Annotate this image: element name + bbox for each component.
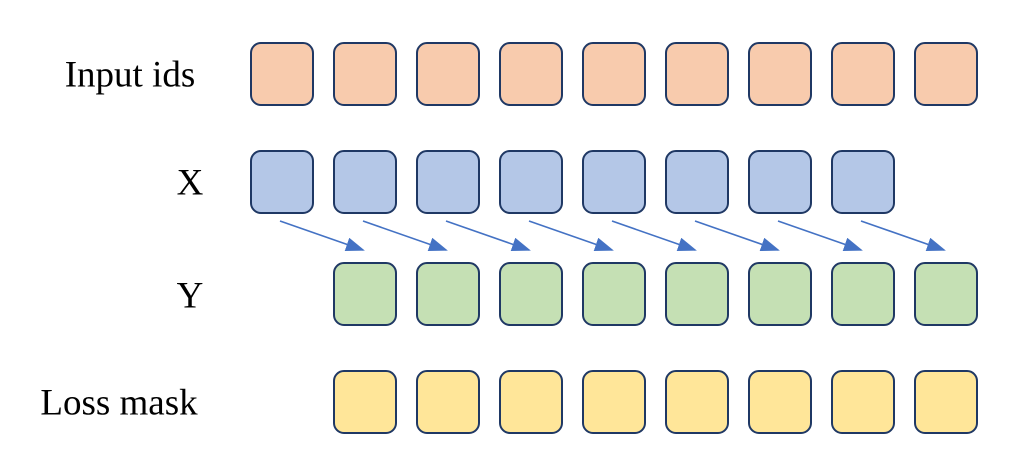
token-box-input_ids <box>748 42 812 106</box>
x-to-y-shift-arrow <box>279 220 365 252</box>
token-box-x <box>499 150 563 214</box>
token-box-input_ids <box>416 42 480 106</box>
token-box-y <box>582 262 646 326</box>
token-box-loss_mask <box>831 370 895 434</box>
token-box-x <box>748 150 812 214</box>
x-to-y-shift-arrow <box>362 220 448 252</box>
token-box-input_ids <box>499 42 563 106</box>
token-box-x <box>582 150 646 214</box>
token-box-input_ids <box>914 42 978 106</box>
token-box-x <box>665 150 729 214</box>
token-box-loss_mask <box>416 370 480 434</box>
x-to-y-shift-arrow <box>860 220 946 252</box>
token-box-input_ids <box>665 42 729 106</box>
token-box-x <box>416 150 480 214</box>
token-box-y <box>416 262 480 326</box>
token-box-loss_mask <box>748 370 812 434</box>
token-box-y <box>665 262 729 326</box>
token-box-x <box>250 150 314 214</box>
token-box-y <box>831 262 895 326</box>
token-box-input_ids <box>831 42 895 106</box>
token-box-input_ids <box>250 42 314 106</box>
token-box-input_ids <box>582 42 646 106</box>
token-box-input_ids <box>333 42 397 106</box>
token-box-loss_mask <box>499 370 563 434</box>
x-to-y-shift-arrow <box>445 220 531 252</box>
token-box-y <box>748 262 812 326</box>
token-box-loss_mask <box>665 370 729 434</box>
row-label-y: Y <box>176 275 204 317</box>
token-box-y <box>333 262 397 326</box>
x-to-y-shift-arrow <box>611 220 697 252</box>
x-to-y-shift-arrow <box>777 220 863 252</box>
row-label-x: X <box>176 162 204 204</box>
x-to-y-shift-arrow <box>694 220 780 252</box>
token-box-x <box>831 150 895 214</box>
token-box-y <box>914 262 978 326</box>
token-box-loss_mask <box>582 370 646 434</box>
x-to-y-shift-arrow <box>528 220 614 252</box>
row-label-loss-mask: Loss mask <box>40 382 198 424</box>
row-label-input-ids: Input ids <box>64 54 196 96</box>
token-box-x <box>333 150 397 214</box>
token-box-loss_mask <box>333 370 397 434</box>
token-box-y <box>499 262 563 326</box>
token-box-loss_mask <box>914 370 978 434</box>
